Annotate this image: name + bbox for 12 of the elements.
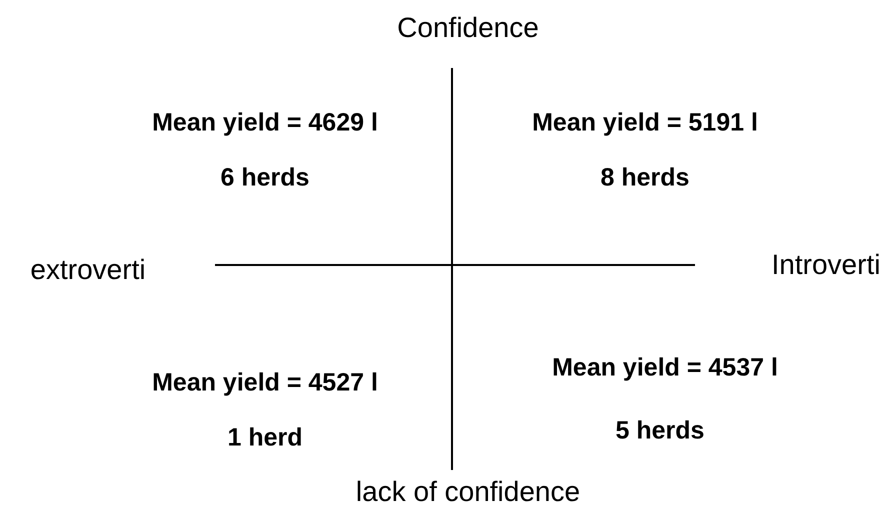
yield-text: Mean yield = 4629 l [152, 108, 378, 138]
yield-text: Mean yield = 5191 l [532, 108, 758, 138]
herd-count: 5 herds [616, 416, 704, 446]
axis-label: lack of confidence [356, 476, 580, 508]
herd-count: 8 herds [600, 164, 690, 192]
axis-label: Introverti [772, 248, 880, 282]
axis-label: Confidence [397, 12, 539, 44]
herd-count: 6 herds [220, 164, 310, 192]
yield-text: Mean yield = 4537 l [552, 354, 778, 382]
herd-count: 1 herd [227, 424, 303, 452]
yield-text: Mean yield = 4527 l [152, 368, 378, 398]
axis-label: extroverti [30, 254, 146, 286]
